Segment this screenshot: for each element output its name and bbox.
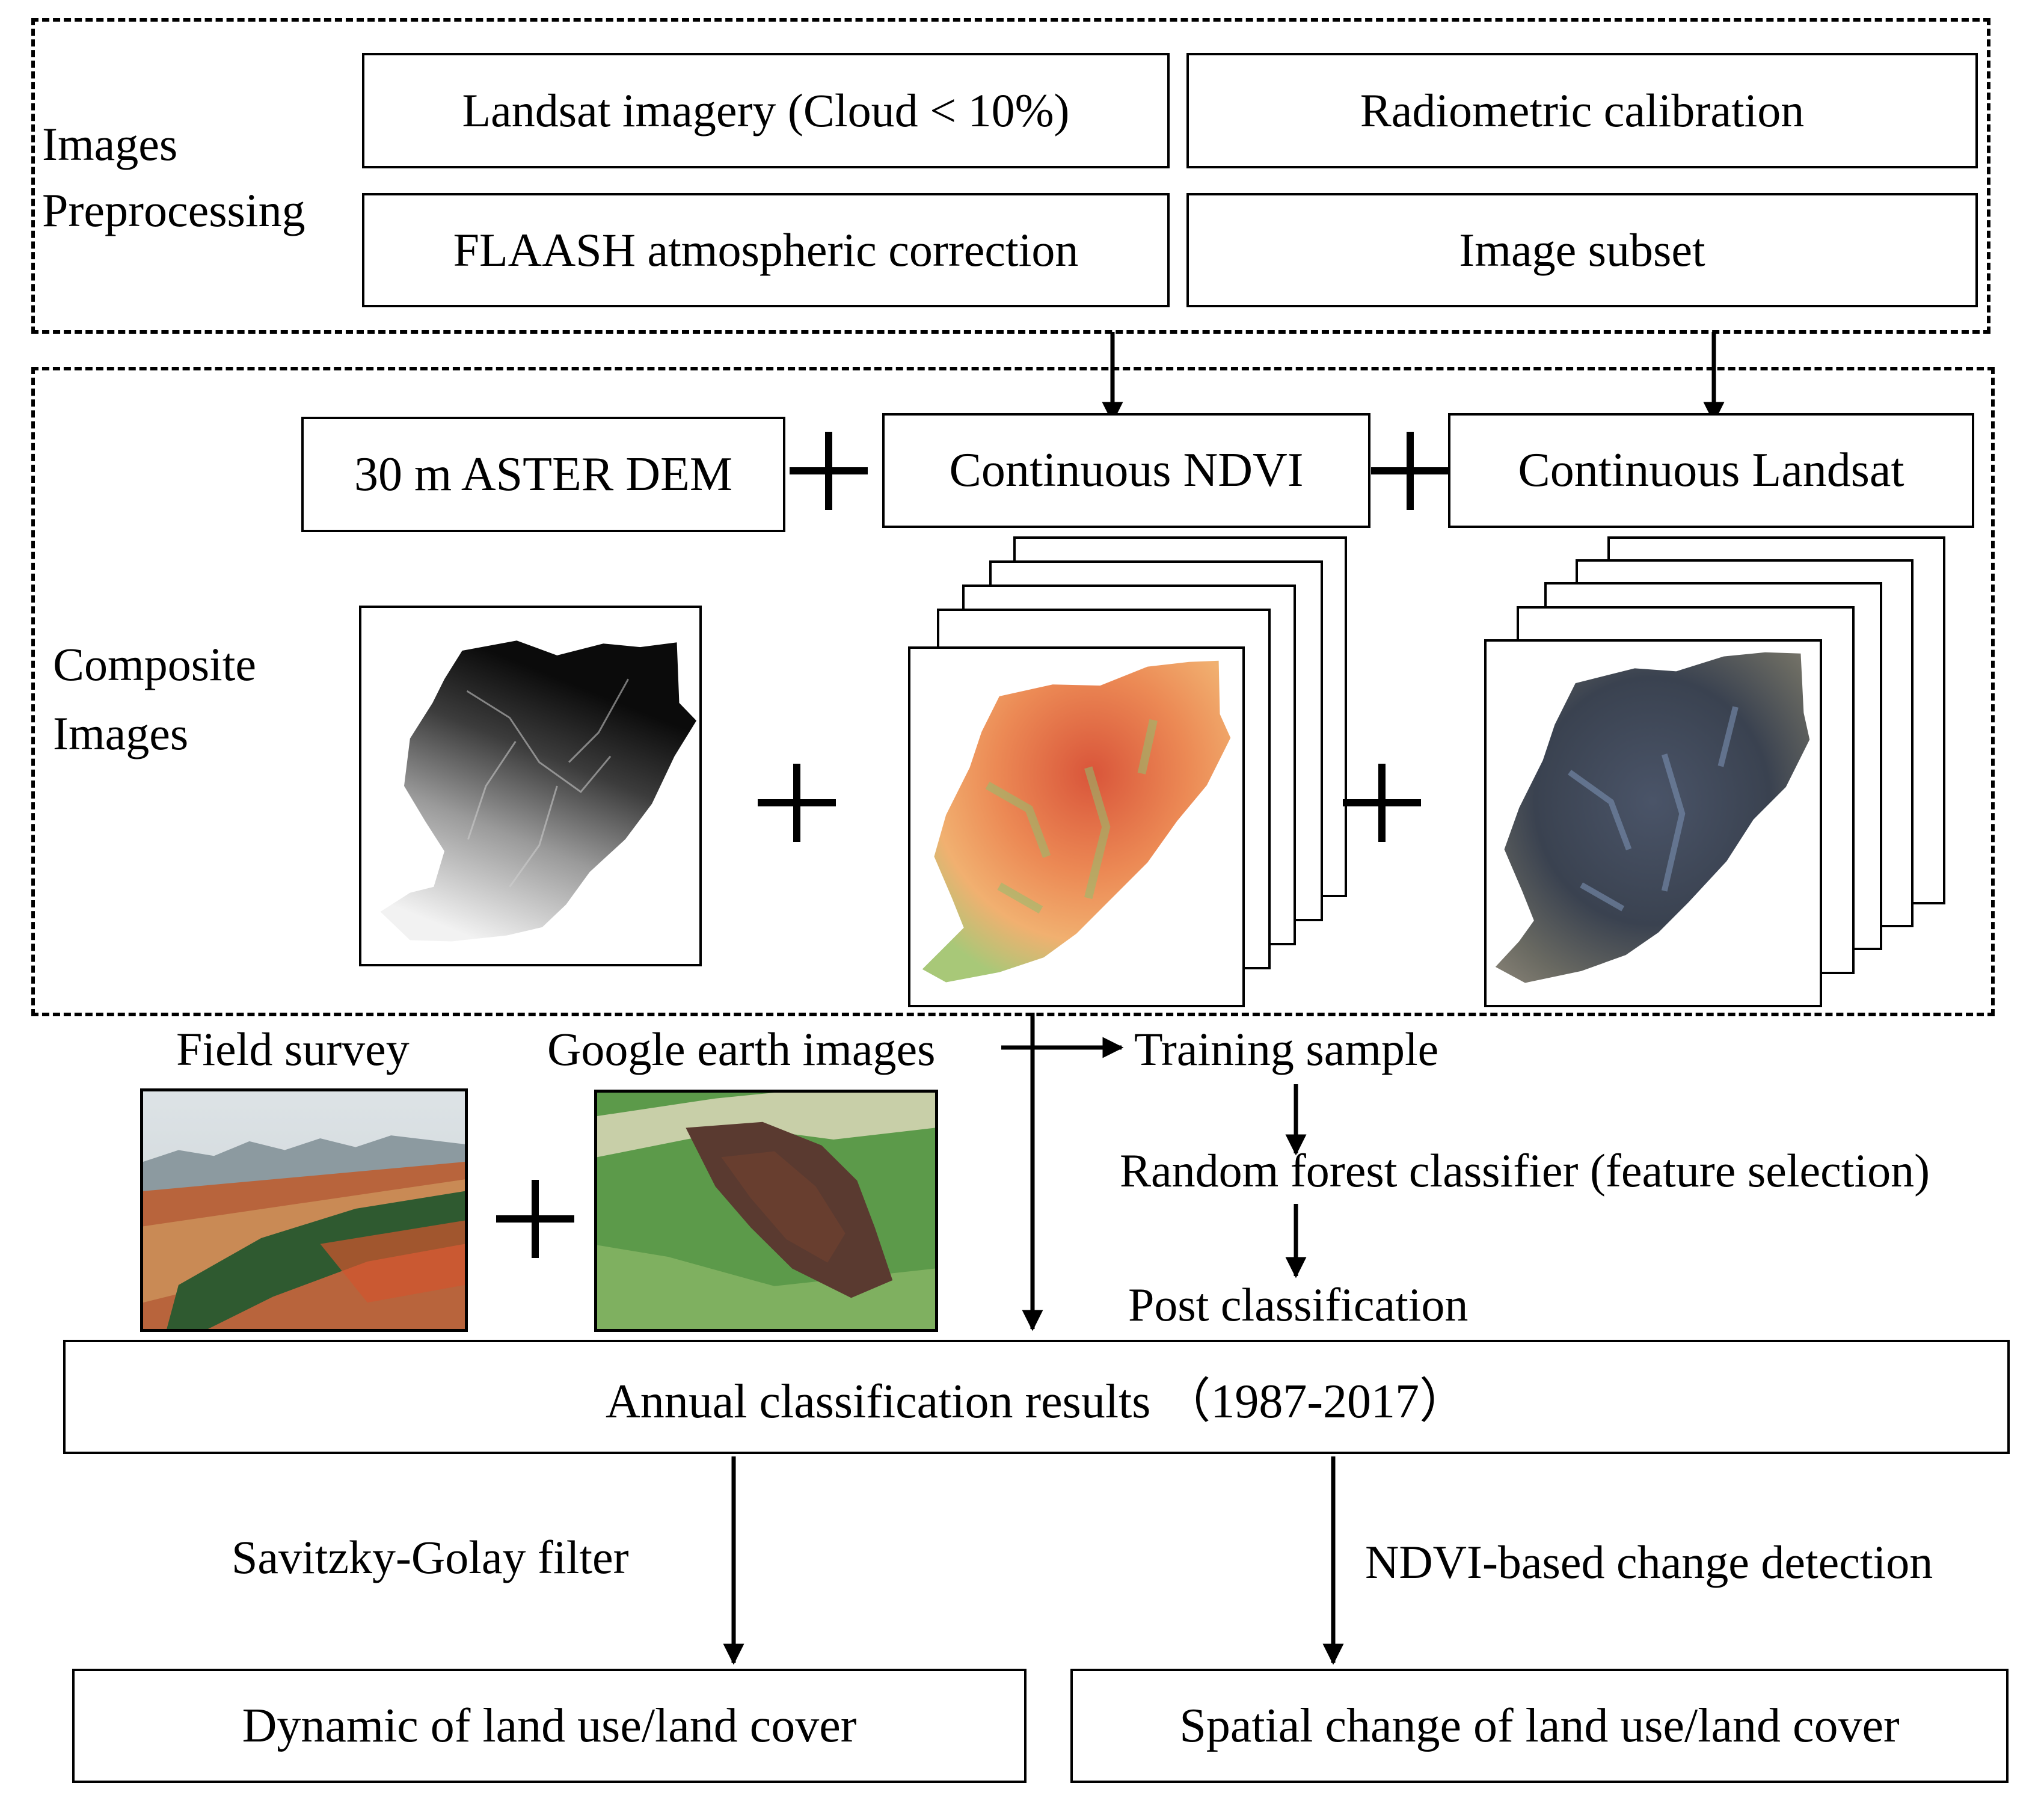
- google-earth-label: Google earth images: [547, 1023, 936, 1075]
- plus-icon: [758, 764, 836, 842]
- spatial-lulc-box: Spatial change of land use/land cover: [1070, 1669, 2009, 1783]
- landsat-imagery-box: Landsat imagery (Cloud < 10%): [362, 53, 1170, 168]
- random-forest-label: Random forest classifier (feature select…: [1120, 1144, 1930, 1197]
- plus-icon: [790, 432, 868, 510]
- composite-region: [31, 367, 1995, 1016]
- landsat-map-image: [1484, 639, 1822, 1007]
- training-sample-label: Training sample: [1134, 1023, 1439, 1075]
- continuous-ndvi-box: Continuous NDVI: [882, 413, 1370, 528]
- post-classification-label: Post classification: [1128, 1278, 1469, 1331]
- plus-icon: [1371, 432, 1449, 510]
- annual-results-box: Annual classification results （1987-2017…: [63, 1340, 2010, 1454]
- radiometric-calibration-box: Radiometric calibration: [1186, 53, 1978, 168]
- dynamic-lulc-box: Dynamic of land use/land cover: [72, 1669, 1027, 1783]
- field-survey-photo: [140, 1088, 468, 1332]
- ndvi-map-image: [908, 646, 1245, 1007]
- composite-label-line2: Images: [53, 707, 189, 759]
- aster-dem-box: 30 m ASTER DEM: [301, 417, 785, 532]
- plus-icon: [1343, 764, 1421, 842]
- continuous-landsat-box: Continuous Landsat: [1448, 413, 1974, 528]
- flaash-correction-box: FLAASH atmospheric correction: [362, 193, 1170, 307]
- preprocessing-label-line2: Preprocessing: [42, 184, 305, 236]
- preprocessing-label-line1: Images: [42, 118, 178, 170]
- savitzky-golay-label: Savitzky-Golay filter: [232, 1531, 629, 1583]
- plus-icon: [496, 1180, 574, 1258]
- google-earth-photo: [594, 1090, 938, 1332]
- preprocessing-region: [31, 18, 1990, 334]
- field-survey-label: Field survey: [176, 1023, 410, 1075]
- image-subset-box: Image subset: [1186, 193, 1978, 307]
- dem-map-image: [359, 606, 702, 966]
- composite-label-line1: Composite: [53, 638, 257, 690]
- ndvi-change-detection-label: NDVI-based change detection: [1365, 1536, 1933, 1588]
